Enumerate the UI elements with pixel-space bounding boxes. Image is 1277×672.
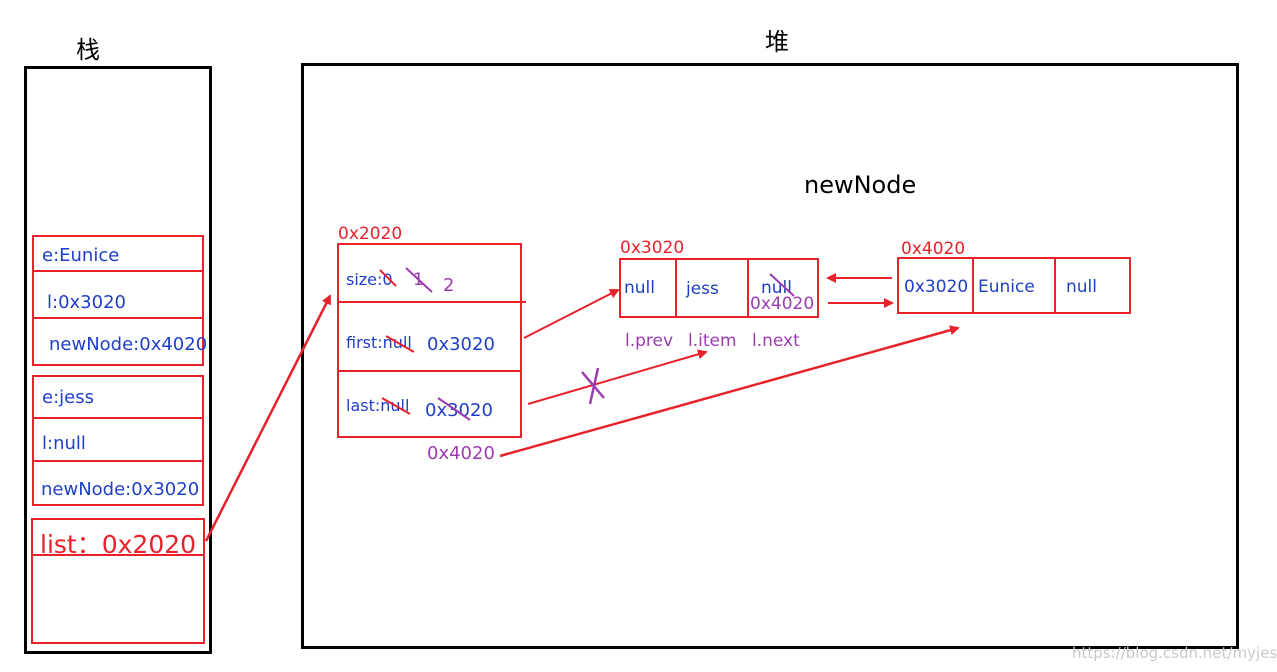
strike-node1-next xyxy=(769,273,795,297)
first-value: 0x3020 xyxy=(427,334,495,355)
frame1-l-text: l:0x3020 xyxy=(47,292,126,313)
node2-next-cell xyxy=(1054,257,1131,314)
node2-item: Eunice xyxy=(978,277,1035,297)
arrow-last-to-node2 xyxy=(499,325,960,458)
heap-box xyxy=(301,63,1239,649)
node1-item: jess xyxy=(686,279,719,299)
strike-last-value xyxy=(437,397,471,421)
size-label: size:0 xyxy=(346,270,393,289)
node1-next: null xyxy=(761,278,792,298)
strike-size-1 xyxy=(405,267,433,293)
node2-addr: 0x4020 xyxy=(901,239,966,259)
last-value: 0x3020 xyxy=(425,400,493,421)
cross-mark-b xyxy=(588,367,600,405)
first-label: first:null xyxy=(346,333,412,352)
frame2-l-text: l:null xyxy=(42,433,86,454)
node1-prev: null xyxy=(624,278,655,298)
heap-title: 堆 xyxy=(765,28,789,56)
node2-prev: 0x3020 xyxy=(904,277,969,297)
strike-size-0 xyxy=(379,269,397,287)
node1-item-label: l.item xyxy=(688,331,737,351)
list-obj-addr: 0x2020 xyxy=(338,224,403,244)
node2-next: null xyxy=(1066,277,1097,297)
frame1-newnode-text: newNode:0x4020 xyxy=(49,334,208,355)
watermark: https://blog.csdn.net/myjess xyxy=(1072,644,1277,662)
node1-addr: 0x3020 xyxy=(620,238,685,258)
empty-cell xyxy=(31,554,205,644)
arrow-list-to-listobj xyxy=(204,294,332,542)
frame2-e-text: e:jess xyxy=(42,387,94,408)
arrow-first-to-node1 xyxy=(523,289,620,339)
list-object-box xyxy=(337,243,522,438)
size-2: 2 xyxy=(443,275,455,296)
node1-next-new: 0x4020 xyxy=(750,294,815,314)
arrow-last-to-node1 xyxy=(527,349,708,405)
node1-next-cell xyxy=(747,258,819,318)
node1-next-label: l.next xyxy=(752,331,800,351)
newnode-label: newNode xyxy=(804,171,917,199)
frame1-e-text: e:Eunice xyxy=(42,245,120,266)
strike-first-null xyxy=(385,335,415,353)
frame1-newnode-cell xyxy=(32,317,204,366)
stack-box xyxy=(24,66,212,654)
frame2-newnode-cell xyxy=(32,460,204,506)
frame2-newnode-text: newNode:0x3020 xyxy=(41,479,200,500)
node1-prev-label: l.prev xyxy=(625,331,674,351)
stack-title: 栈 xyxy=(76,36,100,64)
last-label: last:null xyxy=(346,396,410,415)
strike-last-null xyxy=(381,397,411,415)
list-text: list：0x2020 xyxy=(40,530,197,559)
last-new-value: 0x4020 xyxy=(427,443,495,464)
list-divider-2 xyxy=(337,370,522,372)
